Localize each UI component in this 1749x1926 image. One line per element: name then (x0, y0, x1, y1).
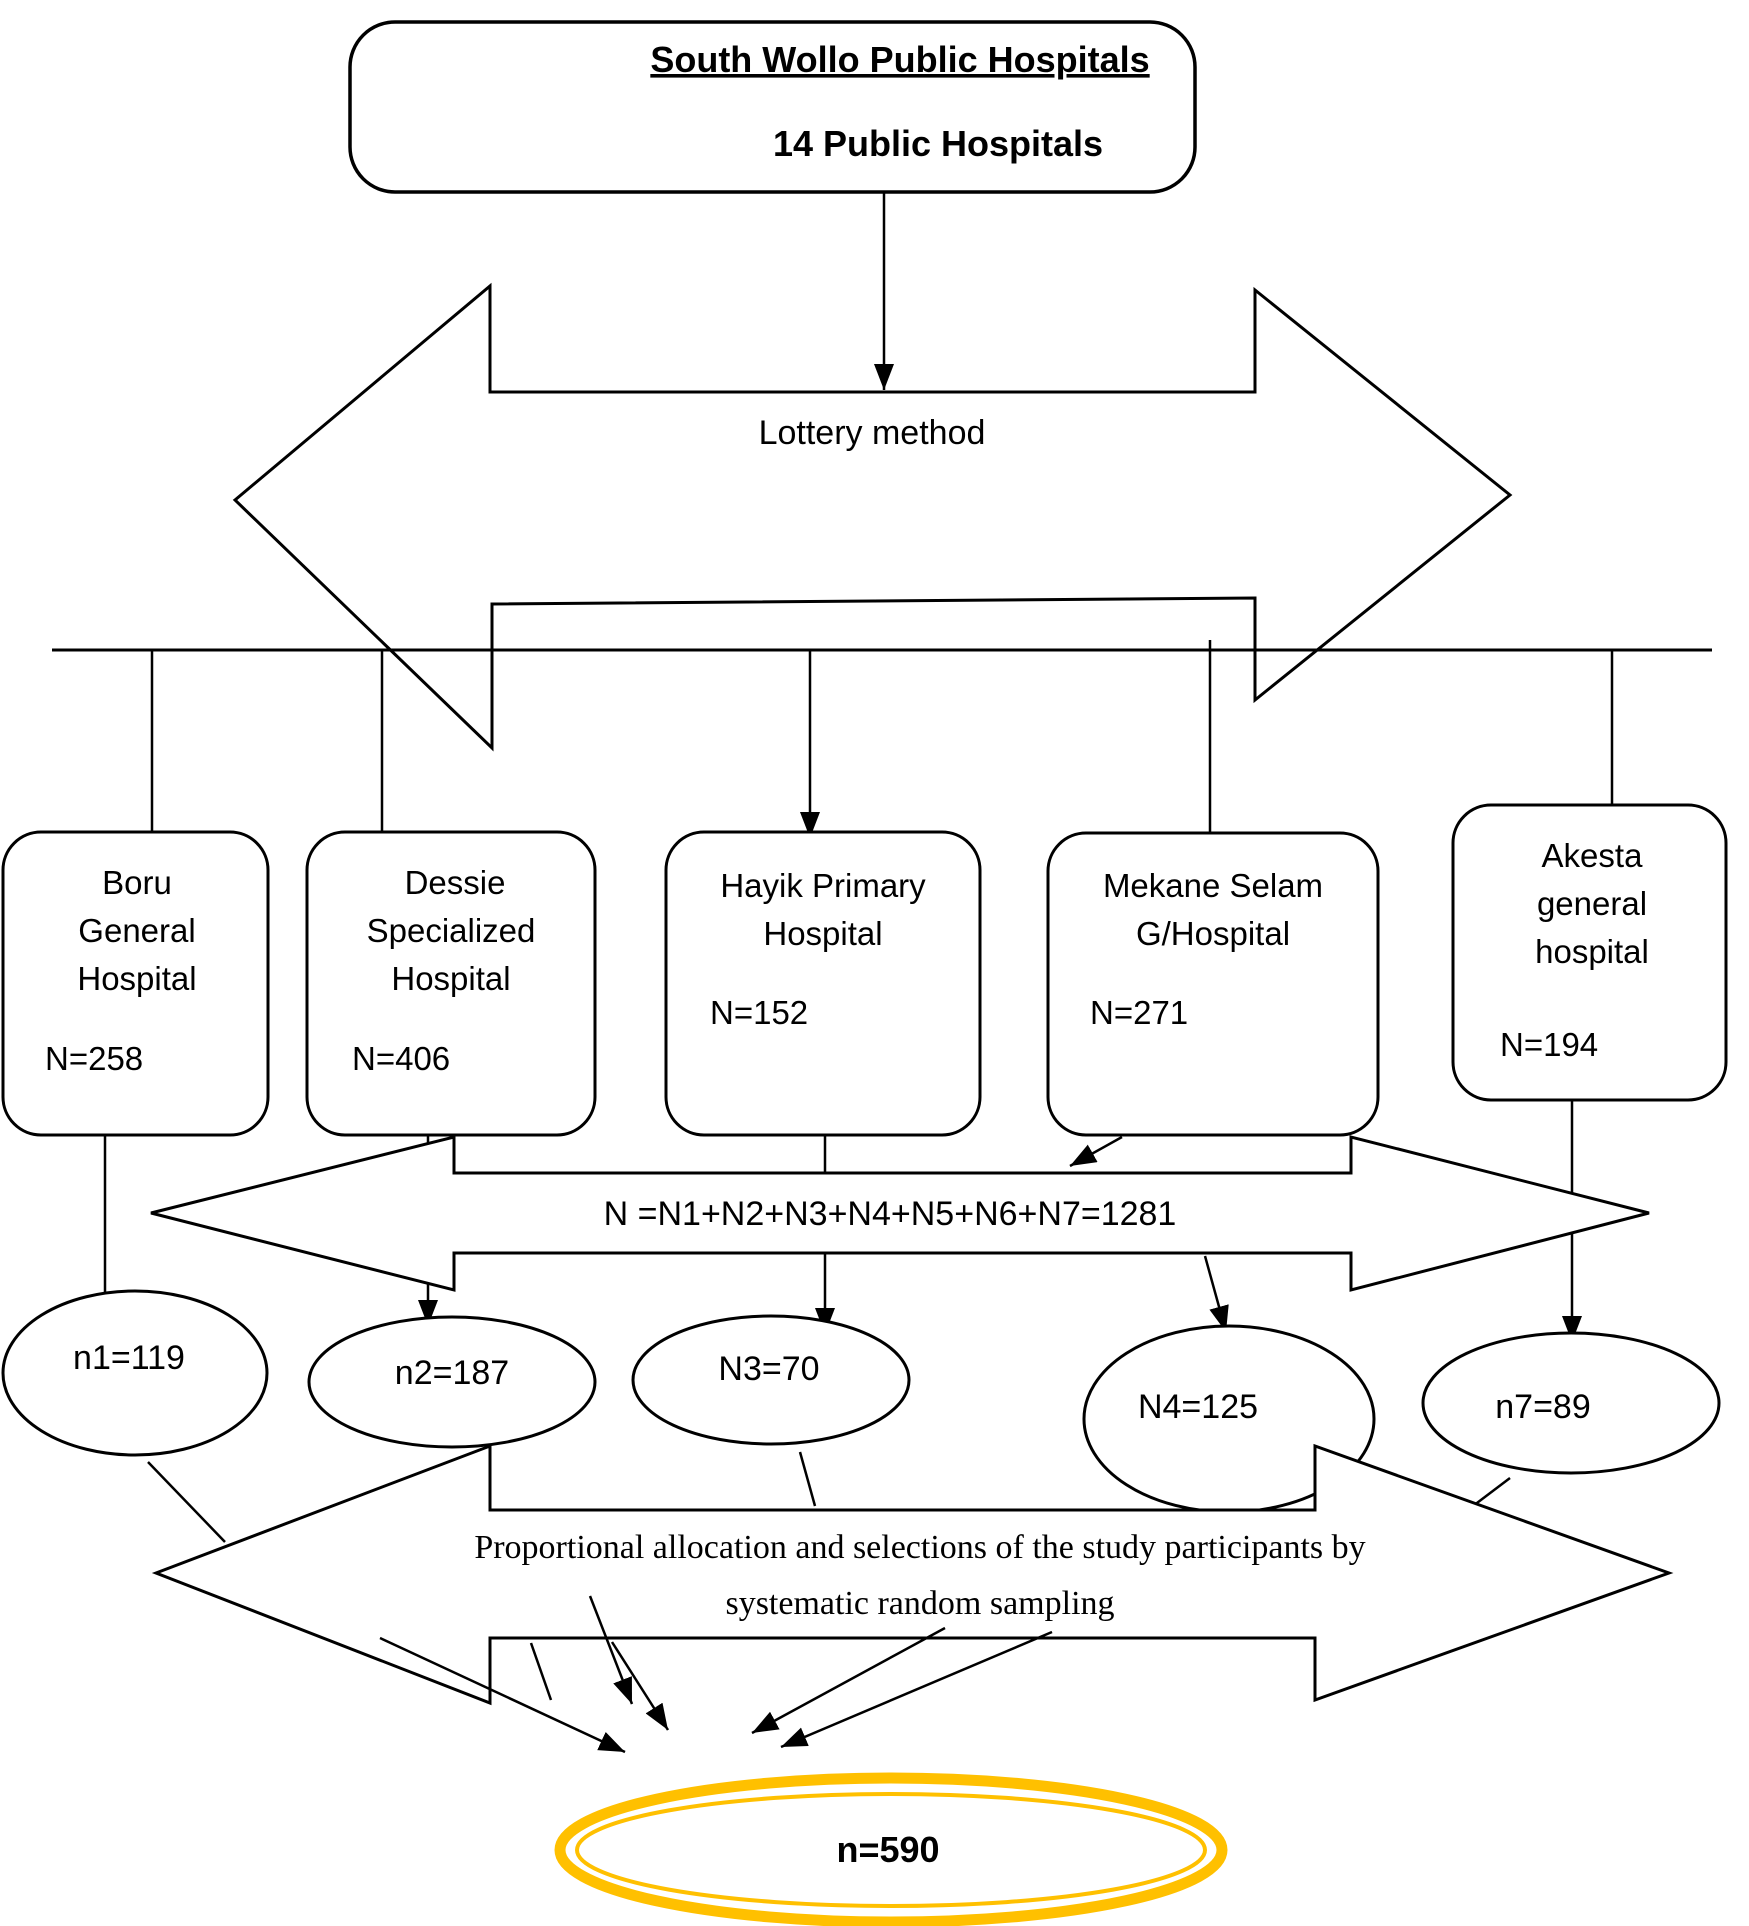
akesta-name-2: general (1537, 885, 1647, 922)
source-box-group: South Wollo Public Hospitals 14 Public H… (348, 20, 1197, 194)
final-sample-label: n=590 (836, 1829, 939, 1870)
dessie-name-2: Specialized (367, 912, 536, 949)
boru-box (1, 830, 270, 1137)
hayik-name-1: Hayik Primary (720, 867, 926, 904)
converge-arrow-5 (780, 1630, 1053, 1749)
final-ellipse-outer (554, 1772, 1228, 1926)
dessie-n-value: N=406 (352, 1040, 450, 1077)
dessie-name-3: Hospital (391, 960, 510, 997)
converge-arrow-2 (588, 1595, 634, 1705)
n3-tick-line (798, 1451, 817, 1507)
lottery-method-label: Lottery method (759, 414, 986, 452)
source-box (348, 20, 1197, 194)
hayik-n-value: N=152 (710, 994, 808, 1031)
mekane-name-1: Mekane Selam (1103, 867, 1323, 904)
akesta-box (1451, 803, 1728, 1102)
stray-line-left (529, 1642, 553, 1701)
n7-ellipse (1421, 1331, 1721, 1475)
boru-name-1: Boru (102, 864, 172, 901)
n1-stray-line (147, 1461, 226, 1543)
final-sample-group: n=590 (554, 1772, 1228, 1926)
n1-ellipse (1, 1289, 269, 1457)
hayik-name-2: Hospital (763, 915, 882, 952)
n2-label: n2=187 (395, 1354, 509, 1392)
total-arrow-group: N =N1+N2+N3+N4+N5+N6+N7=1281 (150, 1135, 1650, 1292)
mekane-to-bar-arrow (1069, 1135, 1123, 1168)
akesta-n-value: N=194 (1500, 1026, 1598, 1063)
converge-arrow-4 (751, 1626, 946, 1735)
allocation-arrow-group: Proportional allocation and selections o… (151, 1443, 1674, 1706)
converge-arrow-1 (379, 1636, 626, 1754)
allocation-label-line1: Proportional allocation and selections o… (474, 1529, 1365, 1566)
boru-name-3: Hospital (77, 960, 196, 997)
hospital-box-dessie: Dessie Specialized Hospital N=406 (305, 830, 597, 1137)
lottery-method-arrow-group: Lottery method (232, 282, 1513, 752)
dessie-box (305, 830, 597, 1137)
mekane-name-2: G/Hospital (1136, 915, 1290, 952)
hospital-box-mekane: Mekane Selam G/Hospital N=271 (1046, 831, 1380, 1137)
hayik-box (664, 830, 982, 1137)
final-ellipse-inner (575, 1792, 1207, 1908)
n1-label: n1=119 (73, 1339, 185, 1377)
hospital-box-hayik: Hayik Primary Hospital N=152 (664, 830, 982, 1137)
bar-to-n4-arrow (1203, 1255, 1229, 1333)
source-box-title: South Wollo Public Hospitals (650, 39, 1149, 80)
converge-arrow-3 (610, 1641, 670, 1731)
akesta-name-3: hospital (1535, 933, 1649, 970)
source-box-subtitle: 14 Public Hospitals (773, 123, 1103, 164)
total-double-arrow-shape (150, 1135, 1650, 1292)
mekane-box (1046, 831, 1380, 1137)
n2-ellipse (307, 1315, 597, 1449)
n3-ellipse (631, 1314, 911, 1446)
n4-label: N4=125 (1138, 1388, 1258, 1426)
hospital-box-boru: Boru General Hospital N=258 (1, 830, 270, 1137)
hospital-box-akesta: Akesta general hospital N=194 (1451, 803, 1728, 1102)
lottery-double-arrow-shape (232, 282, 1513, 752)
total-label: N =N1+N2+N3+N4+N5+N6+N7=1281 (604, 1195, 1177, 1233)
dessie-name-1: Dessie (405, 864, 506, 901)
boru-n-value: N=258 (45, 1040, 143, 1077)
boru-name-2: General (78, 912, 195, 949)
mekane-n-value: N=271 (1090, 994, 1188, 1031)
n3-label: N3=70 (718, 1350, 819, 1388)
allocation-label-line2: systematic random sampling (725, 1585, 1114, 1622)
n7-label: n7=89 (1495, 1388, 1591, 1426)
akesta-name-1: Akesta (1542, 837, 1644, 874)
allocation-double-arrow-shape (151, 1443, 1674, 1706)
sample-ellipses: n1=119 n2=187 N3=70 N4=125 n7=89 (1, 1289, 1721, 1514)
